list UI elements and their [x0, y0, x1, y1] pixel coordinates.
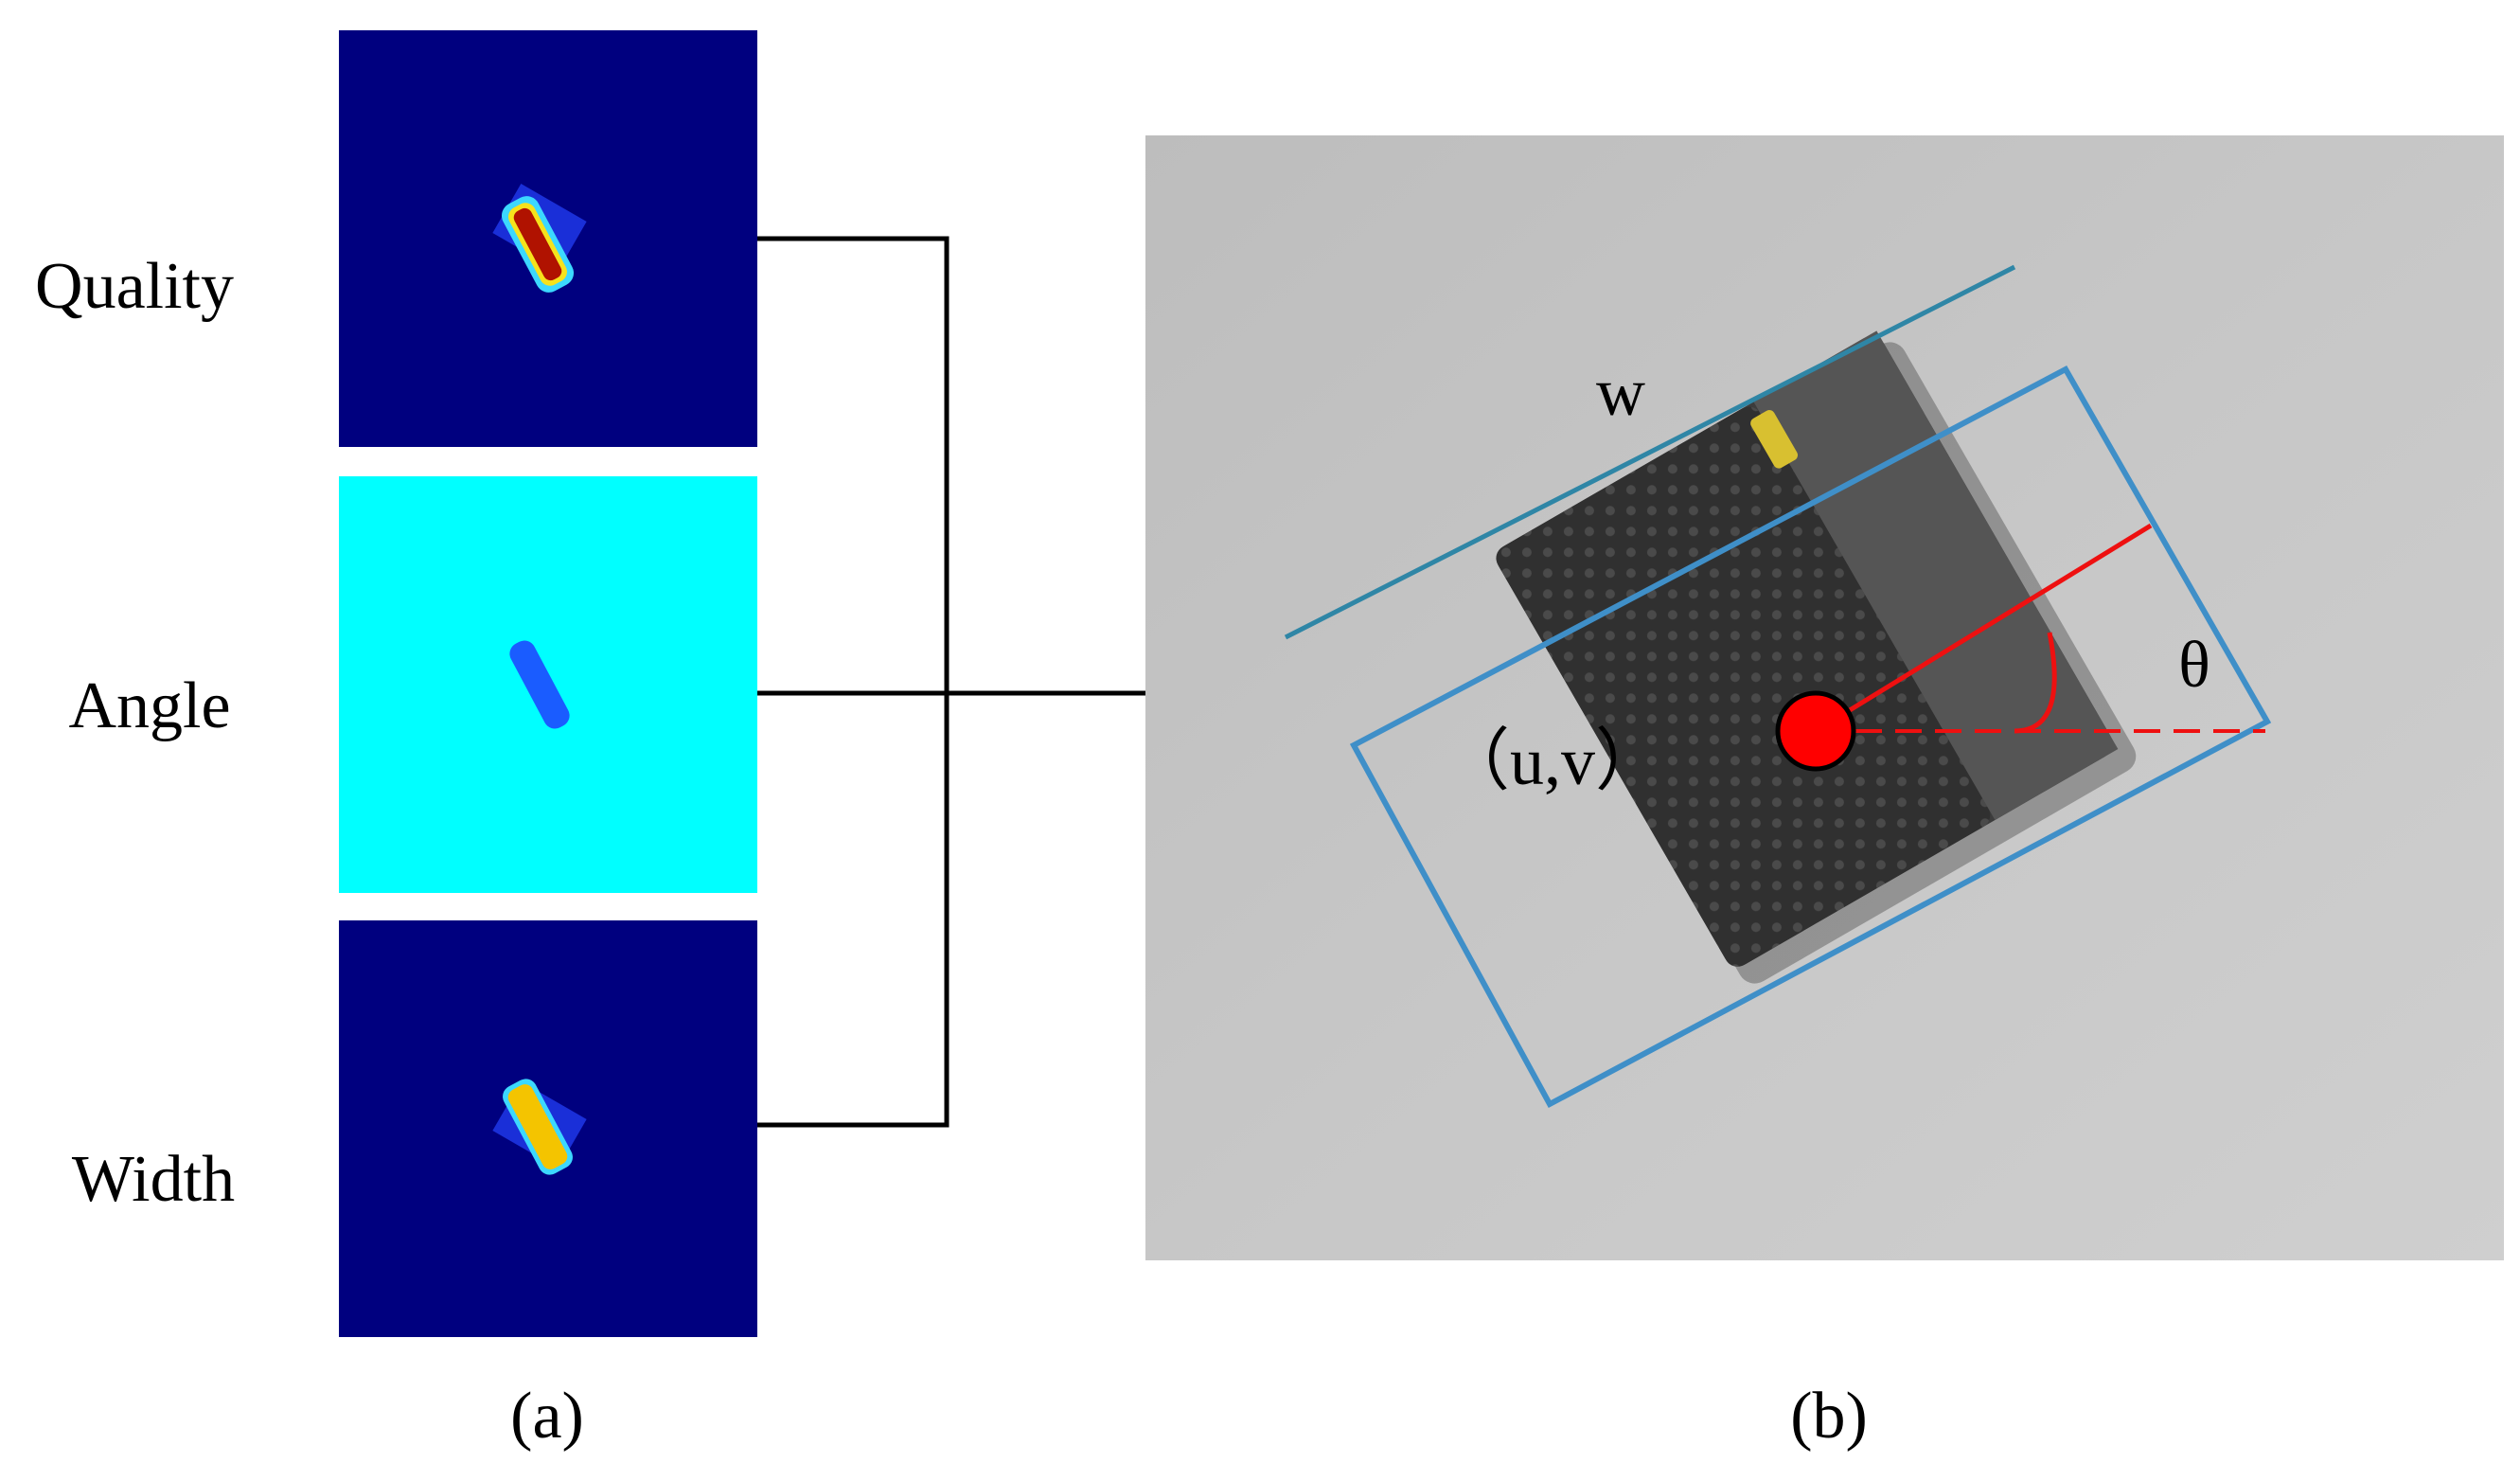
quality-label: Quality [35, 250, 234, 323]
width-symbol: w [1596, 354, 1645, 430]
quality-map [339, 30, 757, 447]
caption-a: (a) [510, 1380, 584, 1453]
width-line [1284, 264, 2016, 640]
width-map [339, 920, 757, 1337]
center-label: （u,v） [1442, 723, 1663, 799]
bracket-line [757, 236, 949, 1128]
width-label: Width [72, 1143, 235, 1216]
connector-lines [757, 236, 1145, 1128]
caption-b: (b) [1790, 1380, 1868, 1453]
grasp-center-point [1775, 690, 1856, 772]
angle-arc [2014, 632, 2057, 734]
orientation-line [1814, 523, 2153, 734]
panel-a: Quality Angle Width (a) [35, 30, 757, 1453]
object [1496, 330, 2137, 984]
angle-map [339, 476, 757, 893]
grasp-rectangle [1349, 365, 2272, 1109]
angle-label: Angle [68, 669, 230, 742]
panel-b: w θ （u,v） (b) [1145, 135, 2504, 1453]
angle-symbol: θ [2178, 629, 2210, 702]
